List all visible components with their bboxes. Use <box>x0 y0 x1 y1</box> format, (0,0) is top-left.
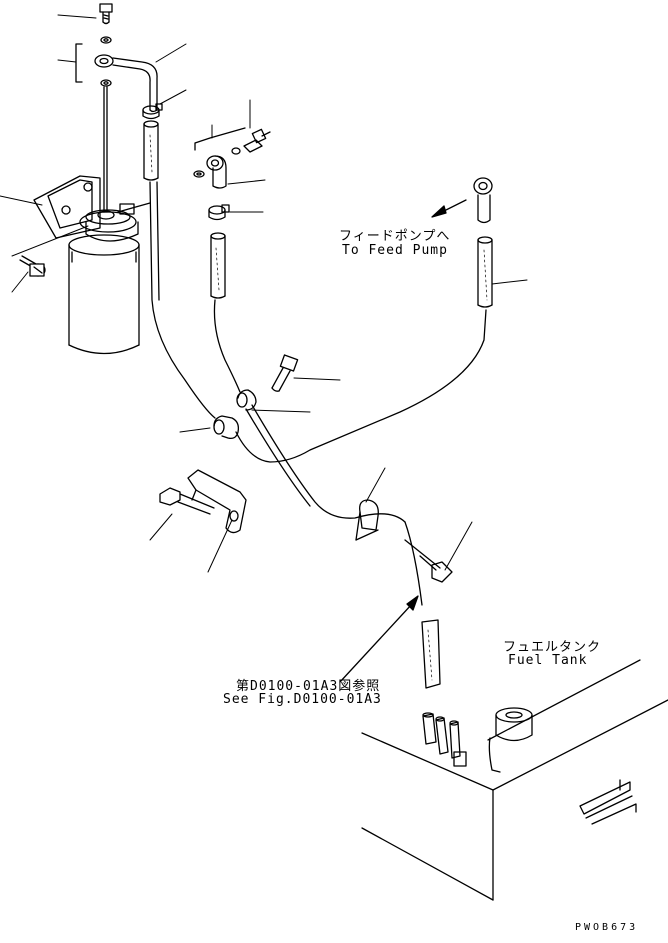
tank-hose <box>422 620 440 688</box>
rubber-hose-feed-pump <box>478 237 492 307</box>
mounting-bracket <box>188 470 246 533</box>
fuel-tank-label-en: Fuel Tank <box>508 653 588 668</box>
see-fig-arrow <box>340 596 418 682</box>
tube-elbow-left <box>214 416 238 438</box>
hose-clamp-middle <box>209 205 229 220</box>
tank-filler-neck <box>489 708 532 772</box>
clip-bolt-lower <box>405 540 452 582</box>
feed-pump-label-jp: フィードポンプへ <box>339 229 451 244</box>
drawing-code: PWOB673 <box>575 922 639 933</box>
feed-pump-arrow <box>432 200 466 217</box>
hose-clamp-upper <box>143 104 162 119</box>
banjo-fitting-middle <box>194 128 245 188</box>
banjo-bolt-middle <box>232 129 270 154</box>
feed-pump-label-en: To Feed Pump <box>342 243 448 258</box>
fuel-tank-label-jp: フュエルタンク <box>503 640 602 655</box>
filter-cartridge <box>69 235 139 354</box>
tube-elbow-right <box>237 390 256 410</box>
leader-lines <box>0 15 527 572</box>
filter-head <box>34 176 150 241</box>
tube-clip-bracket <box>356 500 378 540</box>
filter-top-bolt <box>100 4 112 24</box>
rubber-hose-middle <box>211 233 225 298</box>
clip-bolt-middle <box>272 355 298 391</box>
tank-fitting-pipes <box>423 713 466 766</box>
eye-joint-pipe <box>95 55 157 112</box>
washer-upper <box>101 37 111 43</box>
tank-drain-bracket <box>580 780 636 824</box>
see-fig-label-jp: 第D0100-01A3図参照 <box>236 679 381 694</box>
filter-mount-bolt <box>20 256 45 276</box>
eye-joint-feed-pump <box>474 178 492 223</box>
bracket-bolt <box>160 488 214 514</box>
washer-lower <box>101 80 111 86</box>
see-fig-label-en: See Fig.D0100-01A3 <box>223 692 382 707</box>
rubber-hose-upper <box>144 121 158 180</box>
fuel-tube-lines <box>150 182 486 605</box>
fuel-tank <box>362 660 668 900</box>
fuel-filter-assembly <box>20 4 162 354</box>
